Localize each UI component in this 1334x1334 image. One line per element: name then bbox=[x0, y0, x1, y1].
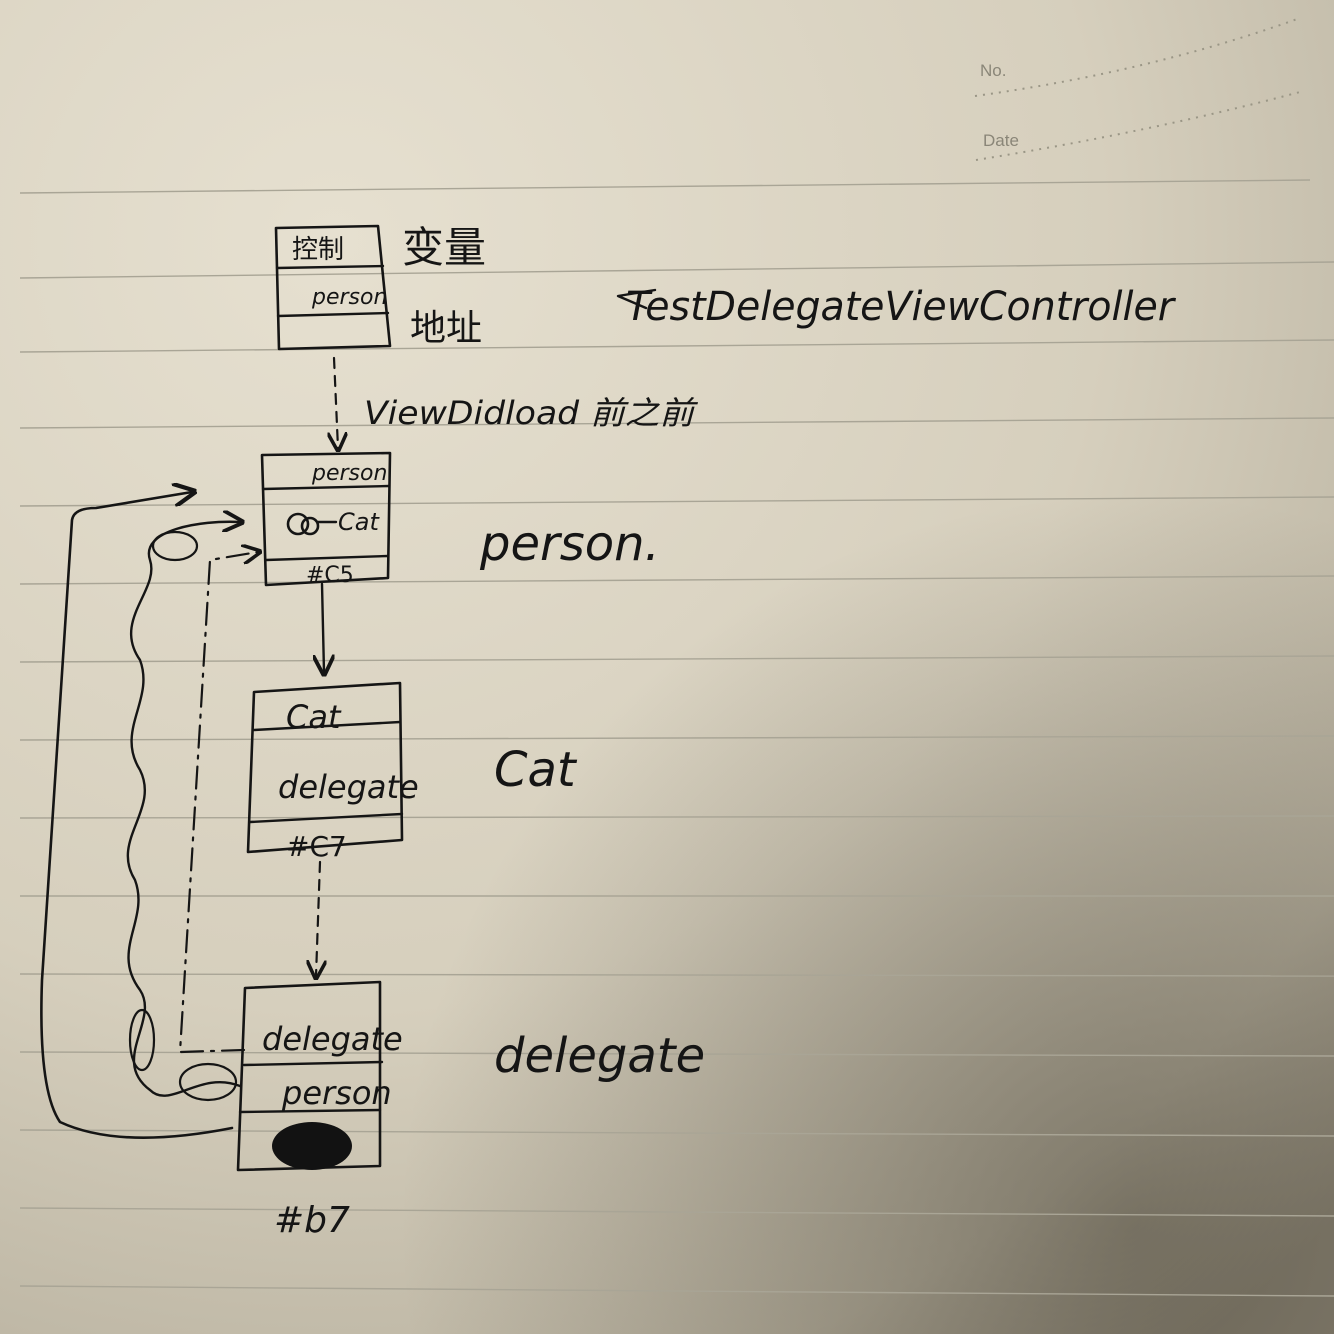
rule-line bbox=[19, 496, 1334, 507]
variable-label: 变量 bbox=[402, 223, 486, 272]
block-outline bbox=[274, 224, 392, 351]
cat-address-cell: #C7 bbox=[286, 830, 347, 863]
cat-to-delegate-connector bbox=[316, 860, 320, 976]
block-outline bbox=[246, 681, 404, 854]
person-backref-cell: person bbox=[281, 1074, 392, 1112]
rule-line bbox=[19, 655, 1334, 663]
rule-line bbox=[19, 339, 1334, 353]
delegate-label: delegate bbox=[494, 1028, 705, 1084]
block-divider bbox=[238, 1108, 382, 1114]
person-label: person. bbox=[479, 516, 660, 572]
controller-label: TestDelegateViewController bbox=[626, 284, 1177, 330]
block-divider bbox=[242, 1060, 384, 1067]
no-label: No. bbox=[980, 61, 1006, 80]
rule-line bbox=[19, 973, 1334, 977]
controller-to-person-connector bbox=[334, 356, 338, 448]
block-divider bbox=[275, 264, 385, 270]
loop-coil bbox=[128, 1008, 156, 1072]
delegate-object-block: delegate person #b7 bbox=[236, 980, 403, 1241]
rule-line bbox=[19, 815, 1334, 819]
loop-coil bbox=[151, 530, 199, 562]
cat-class-cell: Cat bbox=[286, 698, 342, 736]
rule-line bbox=[19, 1207, 1334, 1217]
weak-reference-line bbox=[178, 552, 258, 1054]
rule-line bbox=[19, 575, 1334, 585]
delegate-address: #b7 bbox=[274, 1200, 350, 1241]
block-outline bbox=[260, 451, 392, 587]
delegate-class-cell: delegate bbox=[262, 1020, 403, 1058]
rule-line bbox=[19, 1051, 1334, 1057]
control-cell: 控制 bbox=[292, 235, 344, 265]
block-outline bbox=[236, 980, 382, 1172]
person-address-cell: #C5 bbox=[306, 563, 354, 588]
block-divider bbox=[264, 554, 390, 562]
date-label: Date bbox=[983, 131, 1019, 150]
loop-coil bbox=[178, 1062, 238, 1102]
cycle-loop-arrow bbox=[40, 492, 234, 1139]
rule-line bbox=[19, 1285, 1334, 1297]
scribble-mark bbox=[286, 512, 310, 536]
person-pointer-cell: person bbox=[311, 285, 387, 310]
person-object-block: person Cat #C5 bbox=[260, 451, 392, 588]
person-class-cell: person bbox=[311, 461, 387, 486]
block-divider bbox=[252, 720, 402, 732]
person-to-cat-arrow bbox=[322, 582, 324, 672]
cat-label: Cat bbox=[494, 742, 578, 798]
block-divider bbox=[276, 311, 390, 318]
cat-pointer-cell: Cat bbox=[338, 508, 380, 536]
block-divider bbox=[261, 484, 391, 491]
date-dotted-line bbox=[975, 91, 1301, 161]
block-divider bbox=[248, 812, 404, 824]
delegate-pointer-cell: delegate bbox=[278, 768, 419, 806]
scribble-mark bbox=[300, 516, 320, 536]
rule-line bbox=[19, 735, 1334, 741]
address-note: 地址 bbox=[410, 308, 482, 349]
viewdidload-note: ViewDidload 前之前 bbox=[364, 394, 698, 432]
rule-line bbox=[19, 261, 1334, 279]
controller-variable-block: 控制 person bbox=[274, 224, 392, 351]
header-rule bbox=[19, 179, 1311, 194]
controller-arrow-head bbox=[616, 288, 657, 310]
rule-line bbox=[19, 417, 1334, 429]
loop-scribble-arrow bbox=[126, 522, 240, 1097]
cat-object-block: Cat delegate #C7 bbox=[246, 681, 419, 863]
scribbled-out-cell bbox=[272, 1122, 352, 1170]
ruled-lines bbox=[19, 179, 1334, 1297]
